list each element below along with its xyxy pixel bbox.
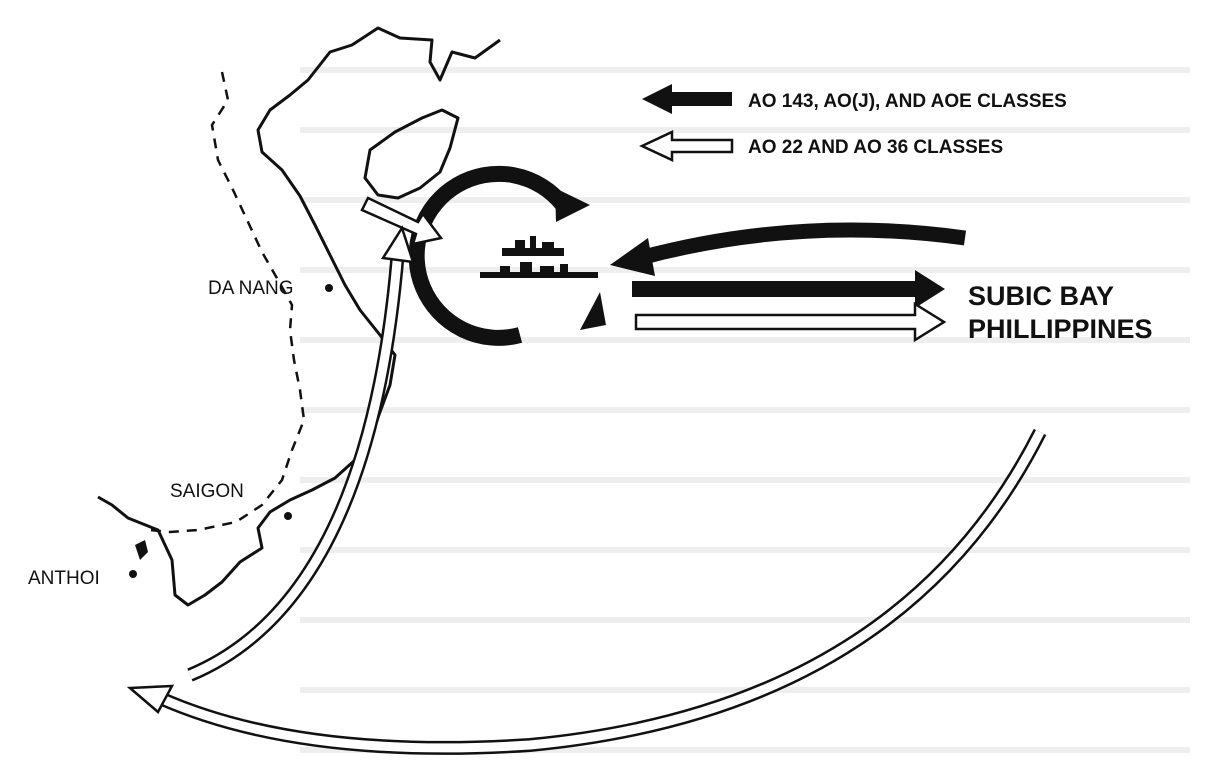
hainan-island — [363, 108, 460, 200]
dashed-border-line — [149, 71, 306, 534]
outbound-arrow-black — [632, 270, 945, 308]
destination-line-1: SUBIC BAY — [968, 281, 1114, 311]
hollow-route-north — [187, 249, 405, 682]
bleedthrough-texture — [300, 67, 1190, 753]
destination-line-2: PHILLIPPINES — [968, 314, 1153, 344]
hollow-arrow-to-circle — [360, 196, 444, 246]
ship-icon — [480, 236, 598, 278]
circular-route-arrowhead — [580, 292, 606, 330]
legend-label-hollow: AO 22 AND AO 36 CLASSES — [748, 137, 1003, 158]
legend-label-solid: AO 143, AO(J), AND AOE CLASSES — [748, 91, 1067, 112]
city-label-da-nang: DA NANG — [208, 278, 294, 299]
city-label-anthoi: ANTHOI — [28, 568, 100, 589]
return-arrow-black — [638, 222, 967, 266]
hollow-route-north-inner — [188, 249, 403, 680]
hollow-route-southwest-inner — [158, 429, 1045, 753]
circular-route-arrowhead-top — [555, 188, 590, 222]
outbound-arrow-hollow — [634, 301, 947, 343]
da-nang-dot — [325, 284, 333, 292]
vietnam-coastline — [97, 26, 501, 607]
anthoi-dot — [129, 570, 137, 578]
coastal-island — [135, 540, 148, 560]
hollow-route-north-head — [380, 225, 415, 264]
saigon-dot — [284, 512, 292, 520]
legend-hollow-arrow — [639, 130, 734, 162]
hollow-route-southwest-head — [126, 684, 175, 714]
legend-solid-arrow — [642, 84, 732, 114]
return-arrowhead-black — [610, 238, 655, 276]
city-label-saigon: SAIGON — [170, 481, 244, 502]
